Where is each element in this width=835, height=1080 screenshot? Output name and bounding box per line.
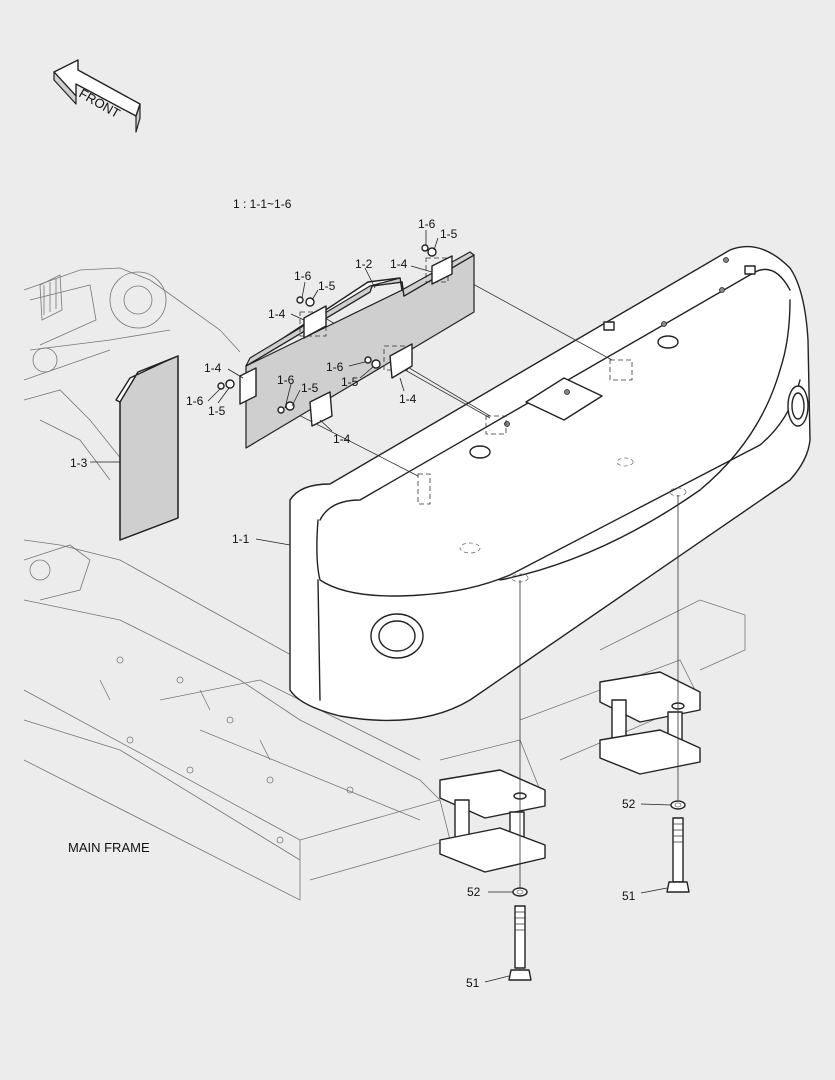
callout-1-6: 1-6 [294,269,312,283]
callout-1-1: 1-1 [232,532,250,546]
callout-1-6: 1-6 [418,217,436,231]
bracket-parts [239,255,453,427]
group-note: 1 : 1-1~1-6 [233,197,292,211]
boom-background [23,267,241,481]
main-frame [23,539,746,901]
bolt-right [666,800,690,893]
callout-52: 52 [622,797,636,811]
callout-1-6: 1-6 [186,394,204,408]
callout-1-3: 1-3 [70,456,88,470]
callout-1-5: 1-5 [301,381,319,395]
callout-1-5: 1-5 [440,227,458,241]
callout-1-4: 1-4 [268,307,286,321]
cover-plate [245,251,475,449]
callout-1-4: 1-4 [390,257,408,271]
leader-lines [90,230,672,983]
callout-1-4: 1-4 [204,361,222,375]
bolt-left [508,887,532,981]
main-frame-label: MAIN FRAME [68,840,150,855]
callout-51: 51 [622,889,636,903]
mount-block-left [439,769,546,873]
callout-1-2: 1-2 [355,257,373,271]
callout-1-4: 1-4 [333,432,351,446]
callout-1-6: 1-6 [326,360,344,374]
callout-52: 52 [467,885,481,899]
side-pad [115,355,179,541]
callout-1-5: 1-5 [208,404,226,418]
callout-1-5: 1-5 [318,279,336,293]
counterweight [289,245,811,722]
mount-block-right [599,671,701,775]
callout-1-4: 1-4 [399,392,417,406]
front-arrow-icon: FRONT [53,59,141,133]
callout-1-5: 1-5 [341,375,359,389]
callout-1-6: 1-6 [277,373,295,387]
callout-51: 51 [466,976,480,990]
small-hardware [217,244,437,414]
